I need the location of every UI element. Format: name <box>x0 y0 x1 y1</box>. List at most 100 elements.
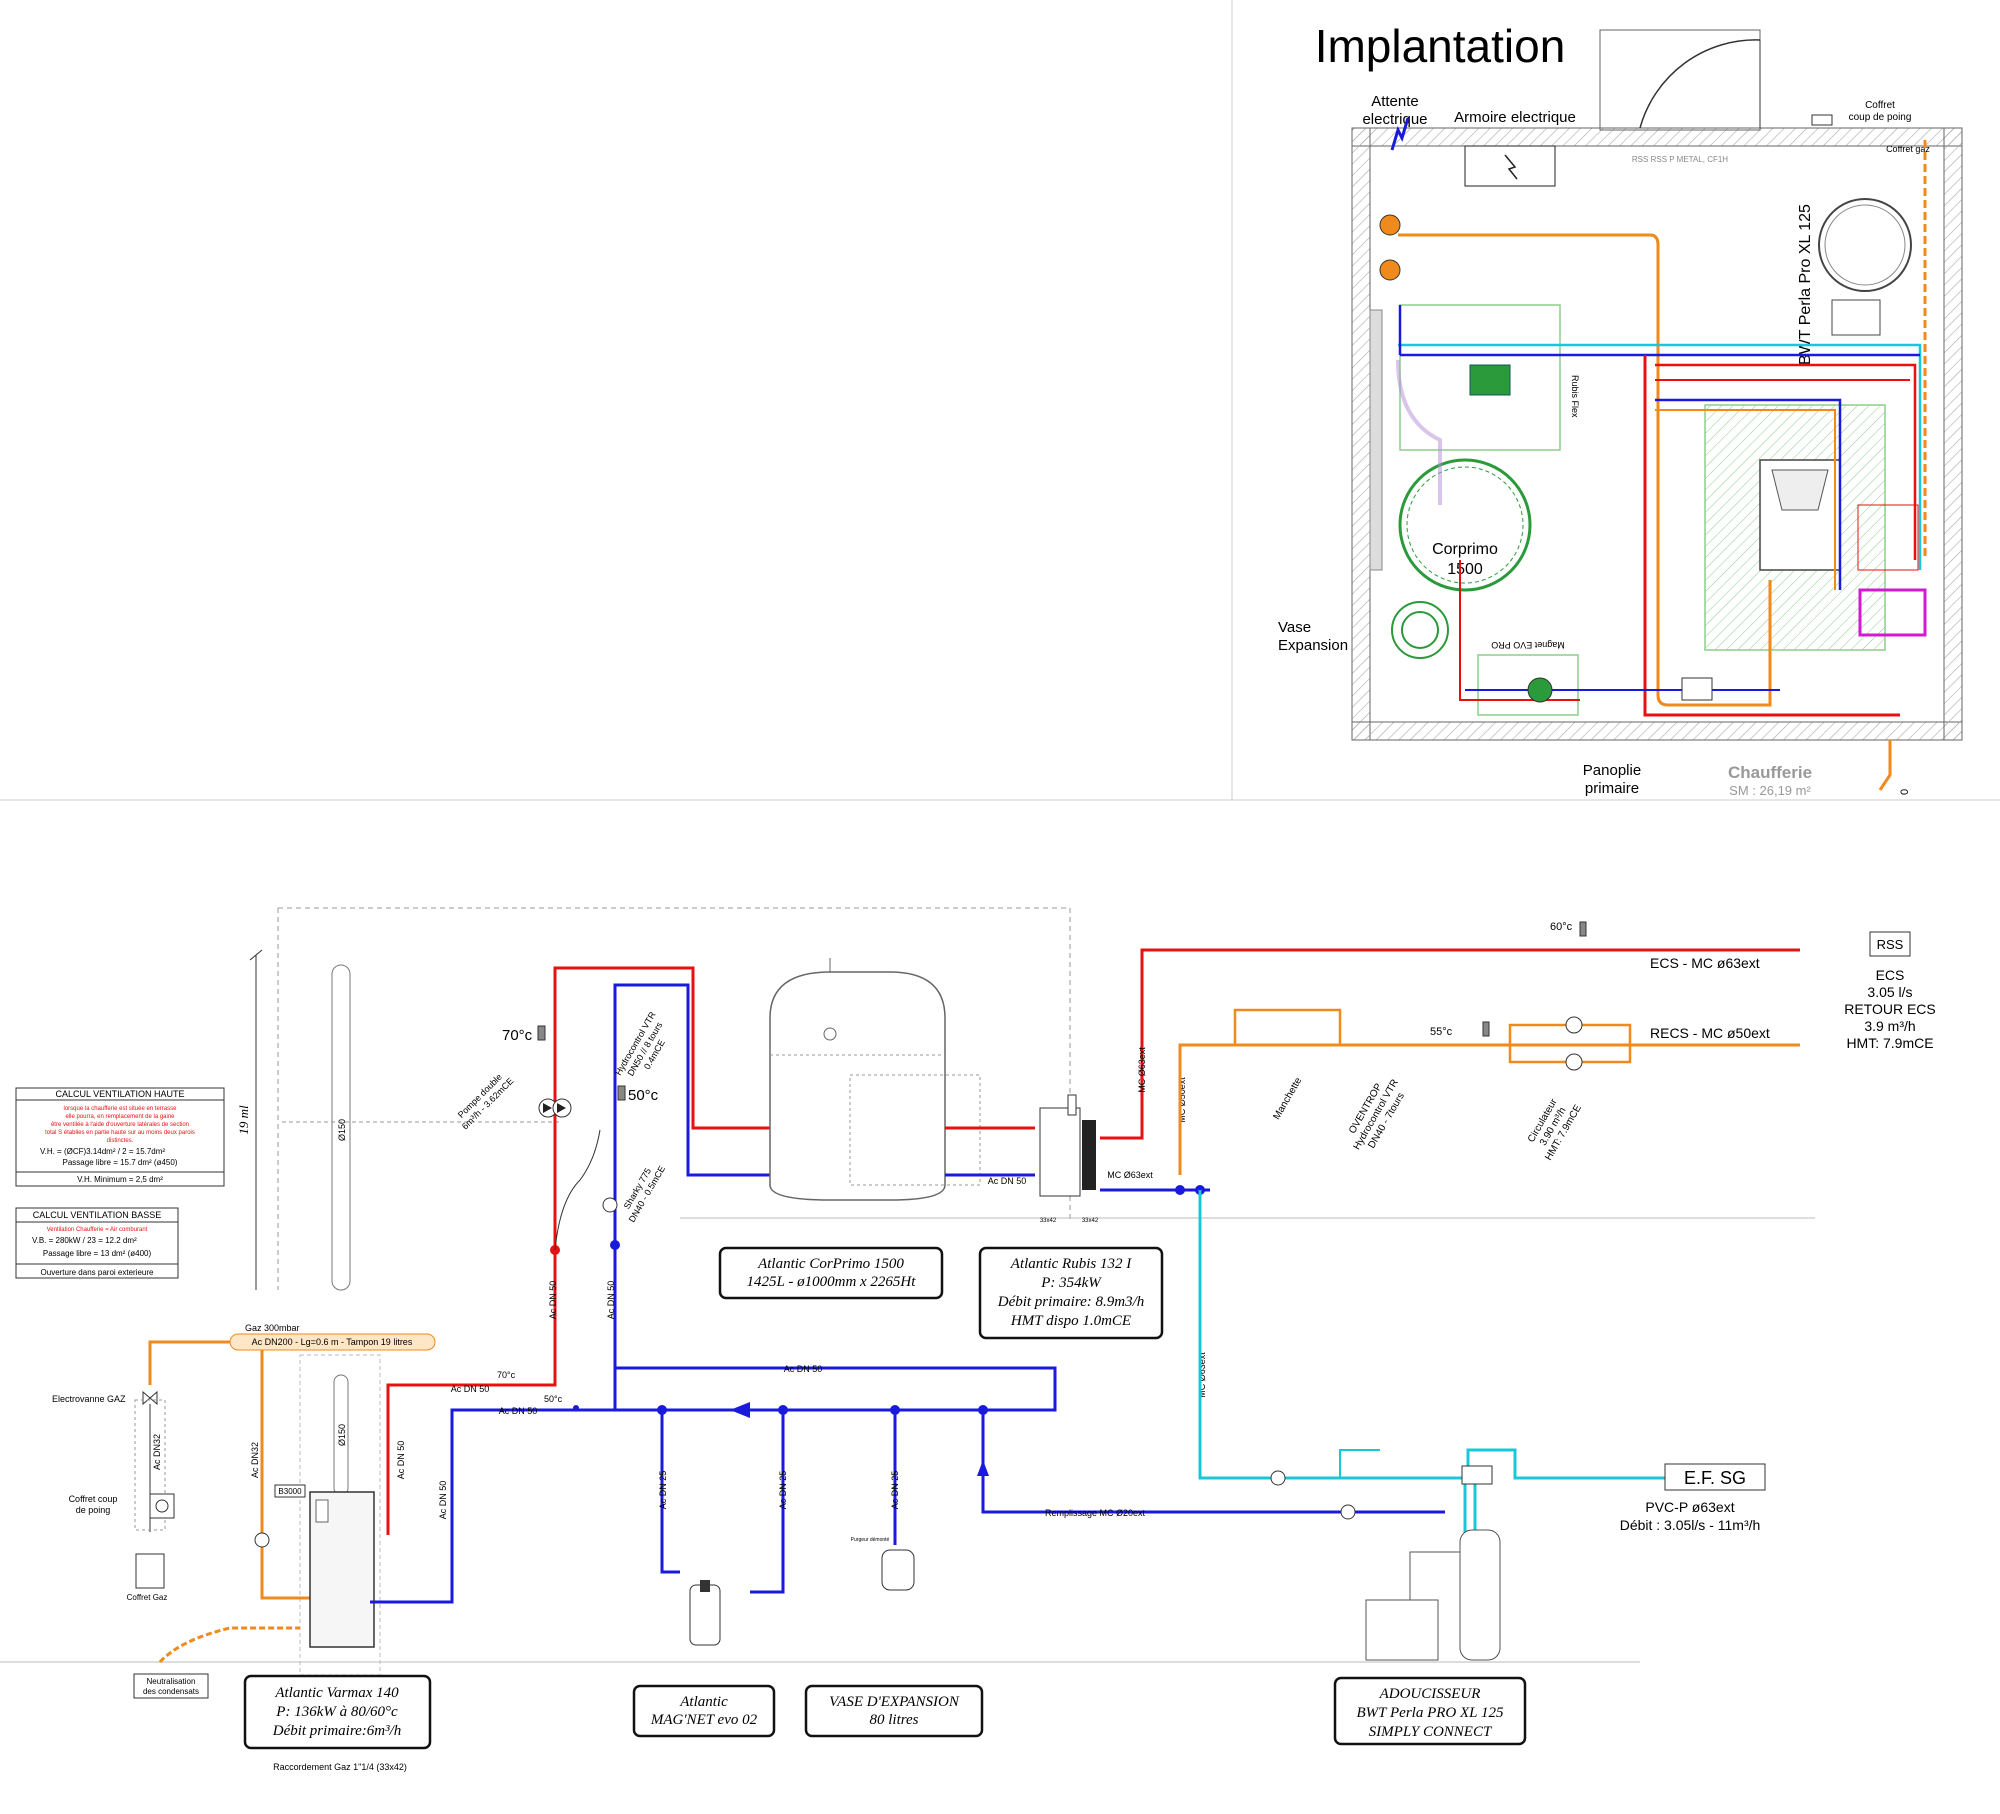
varmax-display <box>315 1499 329 1523</box>
gas-pipe-down <box>260 1342 310 1600</box>
blue-node-1 <box>657 1405 667 1415</box>
flue-pipe-1 <box>331 964 351 1291</box>
ef-box <box>1664 1463 1766 1491</box>
ventil-haute-note-1: lorsque la chaufferie est située en terr… <box>64 1106 178 1112</box>
hydraulic-schematic: CALCUL VENTILATION HAUTE lorsque la chau… <box>0 907 1936 1772</box>
blue-node-3 <box>890 1405 900 1415</box>
brine-tank <box>1365 1599 1439 1661</box>
recs-pipe-orange <box>1178 1043 1480 1175</box>
rubis-heat-exchanger <box>1082 1120 1096 1190</box>
dim-label-2: 33x42 <box>1082 1218 1099 1224</box>
corprimo-caption-box <box>718 1246 944 1300</box>
temp-50-label-1: 50°c <box>628 1087 659 1104</box>
plan-pipe-blue-2 <box>1655 398 1842 590</box>
electric-feed-icon <box>1390 117 1410 151</box>
vase-expansion-icon <box>1391 601 1449 659</box>
pump-double-arrows <box>543 1103 566 1113</box>
manchette-label: Manchette <box>1271 1075 1304 1121</box>
thermometer-icon-1 <box>537 1025 546 1041</box>
remplissage-meter-icon <box>1340 1504 1356 1520</box>
flue-pipe-1-label: Ø150 <box>337 1119 347 1141</box>
ac-dn25-label-1: Ac DN 25 <box>658 1471 668 1510</box>
ventil-basse-note: Ventilation Chaufferie = Air comburant <box>47 1227 148 1233</box>
coffret-gaz-box <box>135 1553 165 1589</box>
vase-expansion-icon <box>881 1549 915 1591</box>
ac-dn25-label-3: Ac DN 25 <box>890 1471 900 1510</box>
vase-expansion-inner <box>1401 611 1439 649</box>
remplissage-pipe <box>981 1410 1445 1514</box>
bwt-softener-inner <box>1824 204 1906 286</box>
remplissage-label: Remplissage MC Ø20ext <box>1045 1508 1146 1518</box>
ventil-haute-note-5: distinctes. <box>107 1138 134 1144</box>
ac-dn50-vert-4: Ac DN 50 <box>438 1481 448 1520</box>
thermometer-icon-3 <box>1579 921 1587 937</box>
temp-70-label-2: 70°c <box>497 1370 516 1380</box>
plan-pipe-purple <box>1396 359 1442 505</box>
neutralisation-box <box>133 1673 209 1699</box>
ef-label: E.F. SG <box>1684 1468 1746 1488</box>
ventil-haute-line-1: V.H. = (ØCF)3.14dm² / 2 = 15.7dm² <box>40 1147 165 1156</box>
ventil-haute-note-2: elle pourra, en remplacement de la gaine <box>65 1114 175 1120</box>
branch-magnet-left <box>660 1410 680 1574</box>
pump-sensor-cable <box>554 1129 601 1251</box>
ventil-haute-line-3: V.H. Minimum = 2,5 dm² <box>77 1175 163 1184</box>
primary-return-blue <box>370 983 770 1604</box>
dim-label-1: 33x42 <box>1040 1218 1057 1224</box>
plan-bwt-label: BWT Perla Pro XL 125 <box>1797 204 1814 365</box>
corprimo-tank <box>769 971 946 1201</box>
ventil-basse-line-2: Passage libre = 13 dm² (ø400) <box>43 1249 152 1258</box>
mc63-label: MC Ø63ext <box>1107 1170 1153 1180</box>
ventil-haute-title: CALCUL VENTILATION HAUTE <box>55 1089 184 1099</box>
wall-bottom <box>1351 721 1963 741</box>
door-frame <box>1599 29 1761 131</box>
pump-icon-1 <box>1379 214 1401 236</box>
rubis-display <box>1067 1094 1077 1116</box>
ventil-haute-note-3: être ventilée à l'aide d'ouverture latér… <box>51 1122 189 1128</box>
tank-port <box>823 1027 837 1041</box>
ef-pipe-cyan <box>1198 1190 1665 1480</box>
magnet-zone <box>1477 654 1579 716</box>
bwt-softener-plan <box>1818 198 1912 292</box>
purge-label: Purgeur démonté <box>851 1537 890 1543</box>
ac-dn25-label-2: Ac DN 25 <box>778 1471 788 1510</box>
plan-pipe-orange-2 <box>1655 409 1836 590</box>
gas-filter-icon <box>254 1532 270 1548</box>
wall-top <box>1351 127 1963 147</box>
rubis-caption-box <box>978 1246 1164 1340</box>
pompe-label: Pompe double6m³/h - 3.62mCE <box>452 1068 515 1131</box>
plan-pipe-orange <box>1398 233 1772 707</box>
plan-armoire-label: Armoire electrique <box>1454 109 1576 126</box>
corprimo-tank-inner <box>1406 466 1524 584</box>
magnet-filter-icon <box>689 1584 721 1646</box>
softener-tank <box>1459 1529 1501 1661</box>
circulateur-label: Circulateur3.90 m³/hHMT: 7.9mCE <box>1523 1091 1585 1163</box>
ac-dn50-vert-2: Ac DN 50 <box>606 1281 616 1320</box>
varmax-caption-box <box>243 1674 432 1750</box>
branch-magnet-right <box>750 1410 785 1594</box>
gas-tampon <box>229 1333 436 1351</box>
blue-node-left <box>573 1405 579 1411</box>
ventil-basse-line-1: V.B. = 280kW / 23 = 12.2 dm² <box>32 1236 137 1245</box>
door-swing <box>1639 39 1761 129</box>
ac-dn32-label-2: Ac DN32 <box>250 1442 260 1478</box>
ac-dn50-horiz-1: Ac DN 50 <box>451 1384 490 1394</box>
primary-return-loop <box>613 1250 1057 1412</box>
gas-raccordement-label: Raccordement Gaz 1"1/4 (33x42) <box>273 1762 407 1772</box>
vase-caption-box <box>804 1684 984 1738</box>
blue-node-2 <box>778 1405 788 1415</box>
blue-junction-node <box>610 1240 620 1250</box>
temp-55-label: 55°c <box>1430 1026 1453 1038</box>
ecs-pipe-red <box>1100 948 1800 1140</box>
ac-dn50-horiz-3: Ac DN 50 <box>784 1364 823 1374</box>
blue-node-rubis-1 <box>1175 1185 1185 1195</box>
temp-50-label-2: 50°c <box>544 1394 563 1404</box>
pump-group-plan <box>1681 677 1713 701</box>
b3000-label: B3000 <box>278 1487 302 1496</box>
